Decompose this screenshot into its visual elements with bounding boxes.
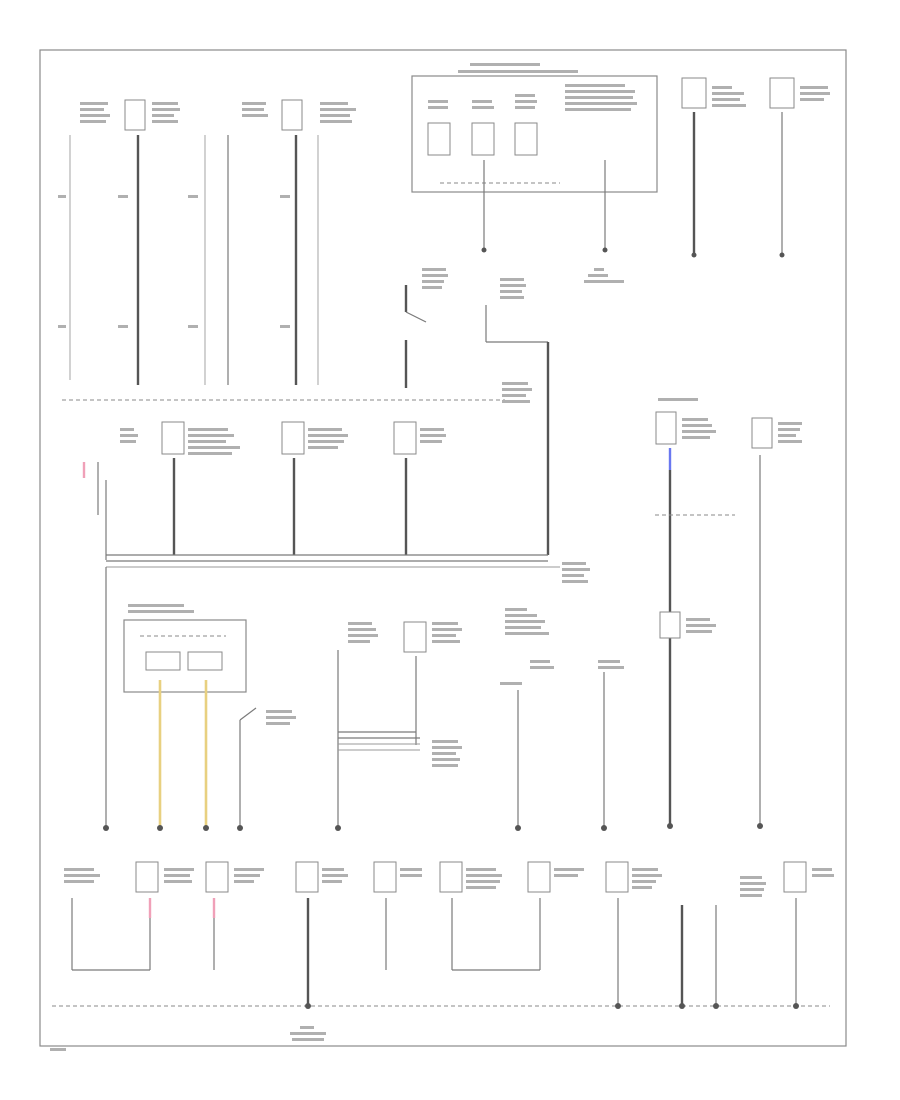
middle-row-group — [82, 421, 590, 583]
lower-middle-group — [103, 567, 624, 831]
top-left-wire-group — [58, 99, 505, 401]
right-column-group — [655, 398, 802, 829]
bottom-row-group — [50, 861, 834, 1051]
middle-switch-group — [404, 268, 550, 555]
top-module-box — [411, 63, 658, 283]
diagram-border — [39, 49, 847, 1047]
top-right-group — [681, 77, 830, 258]
